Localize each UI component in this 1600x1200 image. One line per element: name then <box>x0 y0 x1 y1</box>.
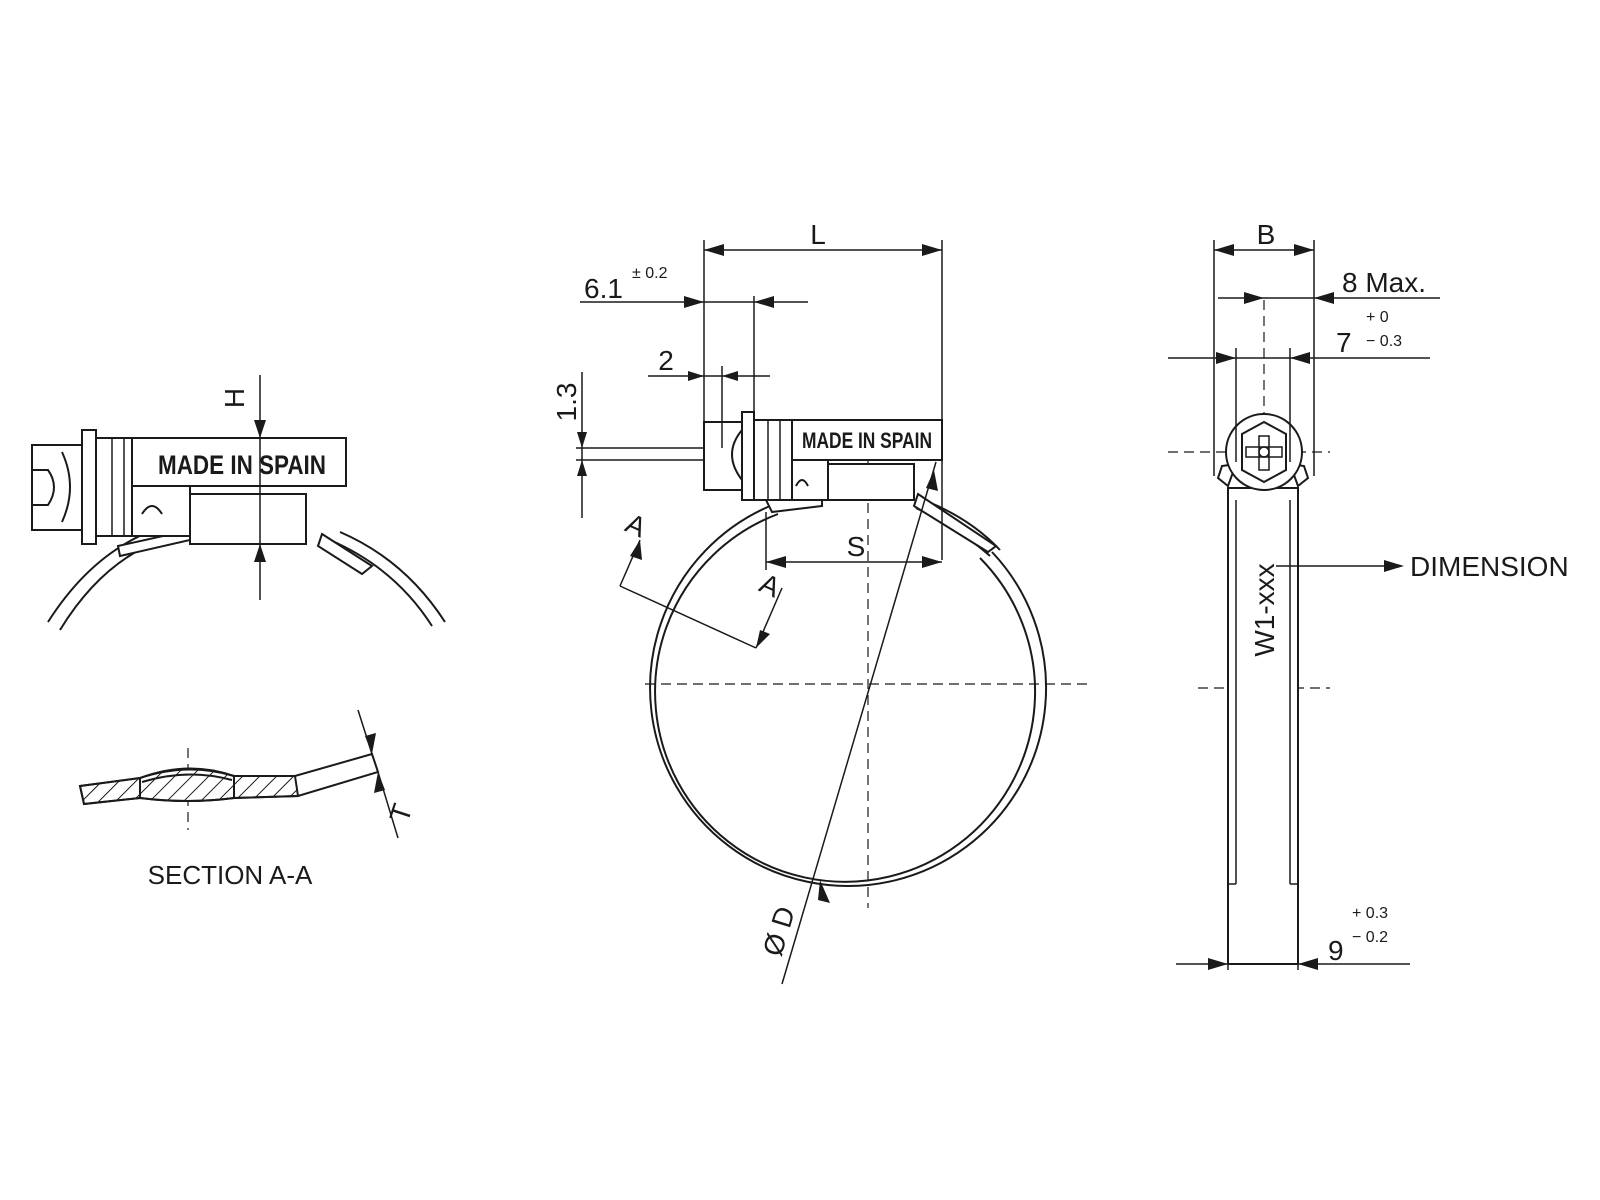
band-marking: W1-xxx <box>1249 563 1280 656</box>
dim-d-label: Ø D <box>757 903 801 960</box>
front-housing-lower <box>791 459 829 501</box>
front-screw-curve <box>731 429 743 481</box>
front-housing-bridge <box>827 463 915 501</box>
front-housing-front <box>753 419 793 501</box>
stamp-text-detail: MADE IN SPAIN <box>158 450 326 480</box>
dim-d-line <box>781 461 937 985</box>
section-mark-top: A <box>621 507 651 543</box>
front-right-tab <box>912 492 998 554</box>
section-a-a: T SECTION A-A <box>78 709 419 890</box>
dim-6-1-label: 6.1 <box>584 273 623 304</box>
dim-2-label: 2 <box>658 345 674 376</box>
dim-7-tolerance-lower: − 0.3 <box>1366 333 1402 350</box>
side-screw-hex <box>1241 420 1287 484</box>
dim-9-tolerance-lower: − 0.2 <box>1352 929 1388 946</box>
section-rib <box>141 773 233 783</box>
dim-h-label: H <box>219 388 250 408</box>
screw-slot <box>32 469 55 506</box>
detail-view-h: MADE IN SPAIN H <box>31 375 446 631</box>
screw-curve <box>61 451 71 523</box>
housing-bridge <box>189 493 307 545</box>
side-band <box>1227 487 1299 965</box>
dim-b-label: B <box>1257 219 1276 250</box>
dim-s-label: S <box>847 531 866 562</box>
housing-slot <box>141 505 163 515</box>
front-screw-flange <box>741 411 755 501</box>
screw-head <box>31 444 83 531</box>
dim-7-tolerance-upper: + 0 <box>1366 309 1389 326</box>
band-outer-right <box>339 531 446 623</box>
section-caption: SECTION A-A <box>148 860 313 890</box>
stamp-text-front: MADE IN SPAIN <box>802 428 932 453</box>
right-tab <box>316 532 374 576</box>
band-inner-right <box>329 539 433 627</box>
front-view: MADE IN SPAIN L 6.1 ± 0.2 2 1.3 A A <box>551 219 1092 985</box>
dim-9-tolerance-upper: + 0.3 <box>1352 905 1388 922</box>
dim-6-1-tolerance: ± 0.2 <box>632 265 668 282</box>
band-circle-outer <box>649 505 1048 887</box>
dimension-callout: DIMENSION <box>1410 551 1569 582</box>
front-housing-body <box>791 419 943 461</box>
section-mark-bottom: A <box>755 567 785 603</box>
dim-l-label: L <box>810 219 826 250</box>
dim-8max-label: 8 Max. <box>1342 267 1426 298</box>
housing-front <box>95 437 133 537</box>
front-screw-head <box>703 421 743 491</box>
dim-9-label: 9 <box>1328 935 1344 966</box>
housing-body <box>131 437 347 487</box>
screw-flange <box>81 429 97 545</box>
dim-1-3-label: 1.3 <box>551 383 582 422</box>
dim-7-label: 7 <box>1336 327 1352 358</box>
section-cut-line <box>619 585 757 649</box>
band-circle-inner <box>654 513 1037 883</box>
side-view: B 8 Max. 7 + 0 − 0.3 W1-xxx DIMENSION 9 … <box>1168 219 1569 970</box>
dim-t-label: T <box>384 800 419 826</box>
